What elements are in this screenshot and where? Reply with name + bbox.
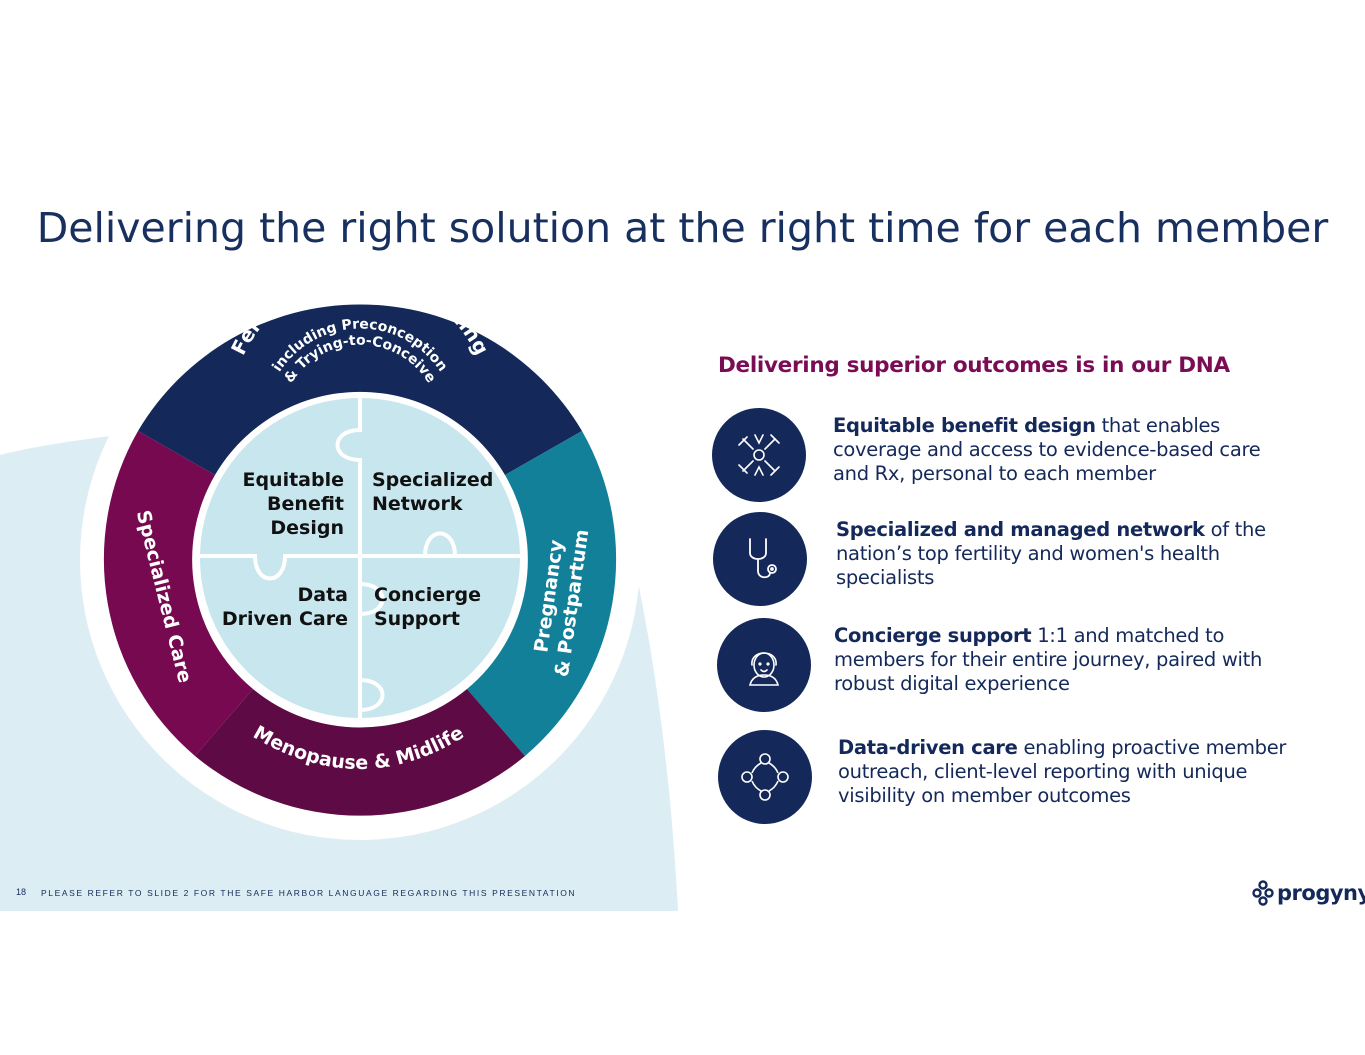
puzzle-label-concierge-2: Support — [374, 608, 460, 630]
puzzle-label-equitable-1: Equitable — [242, 469, 344, 491]
segment-specialized-care[interactable] — [103, 431, 253, 756]
outcome-bold-data: Data-driven care — [838, 736, 1018, 759]
outcome-item-equitable: Equitable benefit design that enables co… — [712, 408, 1312, 504]
outcome-rest-network: of the nation’s top fertility and women'… — [836, 518, 1266, 589]
outcomes-heading: Delivering superior outcomes is in our D… — [718, 353, 1230, 378]
connected-nodes-icon — [718, 730, 812, 824]
puzzle-dividers — [198, 396, 522, 720]
outcome-text-equitable: Equitable benefit design that enables co… — [833, 414, 1283, 486]
progyny-logo: progyny — [1252, 878, 1365, 908]
outcome-item-data: Data-driven care enabling proactive memb… — [712, 730, 1312, 826]
safe-harbor-note: PLEASE REFER TO SLIDE 2 FOR THE SAFE HAR… — [41, 888, 577, 898]
puzzle-label-data-1: Data — [298, 584, 349, 606]
puzzle-label-data-2: Driven Care — [222, 608, 348, 630]
slide-title: Delivering the right solution at the rig… — [36, 204, 1329, 252]
outcome-rest-data: enabling proactive member outreach, clie… — [838, 736, 1287, 807]
support-agent-icon — [717, 618, 811, 712]
outcome-item-network: Specialized and managed network of the n… — [712, 512, 1312, 608]
outcome-bold-equitable: Equitable benefit design — [833, 414, 1096, 437]
outcome-rest-equitable: that enables coverage and access to evid… — [833, 414, 1261, 485]
outcome-text-network: Specialized and managed network of the n… — [836, 518, 1286, 590]
outcome-item-concierge: Concierge support 1:1 and matched to mem… — [712, 618, 1312, 714]
puzzle-label-equitable-2: Benefit — [267, 493, 344, 515]
puzzle-label-concierge-1: Concierge — [374, 584, 481, 606]
progyny-logo-mark-icon — [1252, 880, 1274, 906]
outcome-text-concierge: Concierge support 1:1 and matched to mem… — [834, 624, 1284, 696]
segment-menopause[interactable] — [195, 689, 525, 816]
puzzle-label-network-2: Network — [372, 493, 463, 515]
puzzle-label-equitable-3: Design — [270, 517, 344, 539]
outcome-text-data: Data-driven care enabling proactive memb… — [838, 736, 1288, 808]
segment-fertility[interactable] — [138, 304, 582, 475]
puzzle-label-network-1: Specialized — [372, 469, 493, 491]
outcome-bold-network: Specialized and managed network — [836, 518, 1205, 541]
segment-pregnancy[interactable] — [467, 431, 617, 756]
hands-together-icon — [712, 408, 806, 502]
logo-text: progyny — [1277, 881, 1365, 905]
outcome-bold-concierge: Concierge support — [834, 624, 1032, 647]
stethoscope-icon — [713, 512, 807, 606]
outcome-rest-concierge: 1:1 and matched to members for their ent… — [834, 624, 1263, 695]
page-number: 18 — [16, 887, 27, 897]
